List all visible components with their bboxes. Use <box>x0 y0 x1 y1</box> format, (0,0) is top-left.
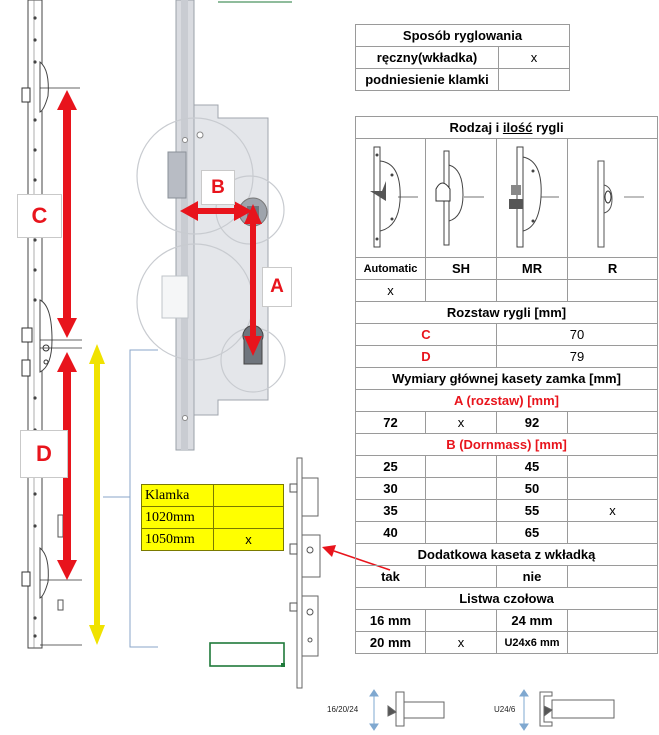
listwa-title: Listwa czołowa <box>354 587 659 610</box>
listwa-value: U24x6 mm <box>496 631 568 654</box>
sh-bolt-icon <box>435 150 484 245</box>
klamka-size: 1020mm <box>141 506 214 529</box>
kaseta-a-value: 92 <box>496 411 568 434</box>
rozstaw-label: D <box>355 345 497 368</box>
kaseta-b-mark <box>566 455 659 478</box>
ryglowanie-title: Sposób ryglowania <box>355 24 570 47</box>
mr-bolt-icon <box>509 146 559 247</box>
bolt-type-label: SH <box>425 257 497 280</box>
dimension-c-arrow <box>57 90 77 338</box>
ryglowanie-mark: x <box>498 46 570 69</box>
label-c: C <box>17 194 62 238</box>
kaseta-b-mark <box>425 477 497 500</box>
ryglowanie-option: podniesienie klamki <box>355 68 499 91</box>
bolt-type-mark: x <box>355 279 426 302</box>
kaseta-b-mark <box>425 499 497 522</box>
klamka-title: Klamka <box>141 484 214 507</box>
selected-cell <box>209 642 285 667</box>
ryglowanie-option: ręczny(wkładka) <box>355 46 499 69</box>
bolt-type-label: Automatic <box>355 257 426 280</box>
lock-case-drawing <box>136 0 286 451</box>
kaseta-b-mark <box>425 521 497 544</box>
kaseta-a-mark: x <box>425 411 497 434</box>
bolt-type-mark <box>566 279 659 302</box>
dodatkowa-mark <box>566 565 659 588</box>
label-b: B <box>201 170 235 205</box>
kaseta-b-value: 55 <box>496 499 568 522</box>
kaseta-a-title: A (rozstaw) [mm] <box>354 389 659 412</box>
listwa-value: 20 mm <box>355 631 426 654</box>
klamka-title-blank <box>213 484 284 507</box>
bolt-image-automatic <box>355 138 426 258</box>
listwa-value: 24 mm <box>496 609 568 632</box>
klamka-bracket <box>103 349 158 648</box>
klamka-mark: x <box>213 528 284 551</box>
rozstaw-value: 70 <box>495 323 659 346</box>
kaseta-b-value: 25 <box>355 455 426 478</box>
listwa-mark <box>566 609 659 632</box>
bolt-image-sh <box>425 138 497 258</box>
handle-height-arrow <box>89 344 105 645</box>
klamka-mark <box>213 506 284 529</box>
specs-table: Rodzaj i ilość rygli <box>354 116 659 654</box>
kaseta-b-mark <box>566 477 659 500</box>
bolt-type-label: R <box>566 257 659 280</box>
kaseta-b-mark: x <box>566 499 659 522</box>
listwa-mark: x <box>425 631 497 654</box>
kaseta-a-mark <box>566 411 659 434</box>
profile-label-16-20-24: 16/20/24 <box>327 705 359 714</box>
dodatkowa-mark <box>425 565 497 588</box>
bolt-type-label: MR <box>496 257 568 280</box>
listwa-value: 16 mm <box>355 609 426 632</box>
faceplate-strip <box>21 0 64 649</box>
kaseta-b-mark <box>566 521 659 544</box>
bolt-type-mark <box>425 279 497 302</box>
faceplate-profile-flat <box>369 689 445 731</box>
kaseta-b-value: 65 <box>496 521 568 544</box>
bolt-image-mr <box>496 138 568 258</box>
rozstaw-value: 79 <box>495 345 659 368</box>
dodatkowa-option-no: nie <box>496 565 568 588</box>
dimension-a-arrow <box>244 204 262 356</box>
dodatkowa-option-yes: tak <box>355 565 426 588</box>
profile-label-u24: U24/6 <box>494 705 516 714</box>
rygle-title: Rodzaj i ilość rygli <box>354 116 659 139</box>
klamka-table: Klamka 1020mm 1050mm x <box>141 484 284 551</box>
bolt-image-r <box>566 138 659 258</box>
ryglowanie-mark <box>498 68 570 91</box>
bolt-type-mark <box>496 279 568 302</box>
rozstaw-title: Rozstaw rygli [mm] <box>354 301 659 324</box>
r-bolt-icon <box>597 160 644 247</box>
listwa-mark <box>566 631 659 654</box>
kaseta-b-value: 30 <box>355 477 426 500</box>
label-d: D <box>20 430 68 478</box>
listwa-mark <box>425 609 497 632</box>
kaseta-title: Wymiary głównej kasety zamka [mm] <box>354 367 659 390</box>
kaseta-b-value: 50 <box>496 477 568 500</box>
kaseta-b-value: 35 <box>355 499 426 522</box>
automatic-bolt-icon <box>370 146 418 247</box>
faceplate-profile-u <box>519 689 615 731</box>
extra-cassette-drawing <box>289 457 321 689</box>
kaseta-b-value: 45 <box>496 455 568 478</box>
kaseta-b-mark <box>425 455 497 478</box>
ryglowanie-table: Sposób ryglowania ręczny(wkładka) x podn… <box>355 24 570 91</box>
rozstaw-label: C <box>355 323 497 346</box>
kaseta-a-value: 72 <box>355 411 426 434</box>
label-a: A <box>262 267 292 307</box>
kaseta-b-title: B (Dornmass) [mm] <box>354 433 659 456</box>
dimension-b-arrow <box>180 201 252 221</box>
dodatkowa-title: Dodatkowa kaseta z wkładką <box>354 543 659 566</box>
klamka-size: 1050mm <box>141 528 214 551</box>
kaseta-b-value: 40 <box>355 521 426 544</box>
